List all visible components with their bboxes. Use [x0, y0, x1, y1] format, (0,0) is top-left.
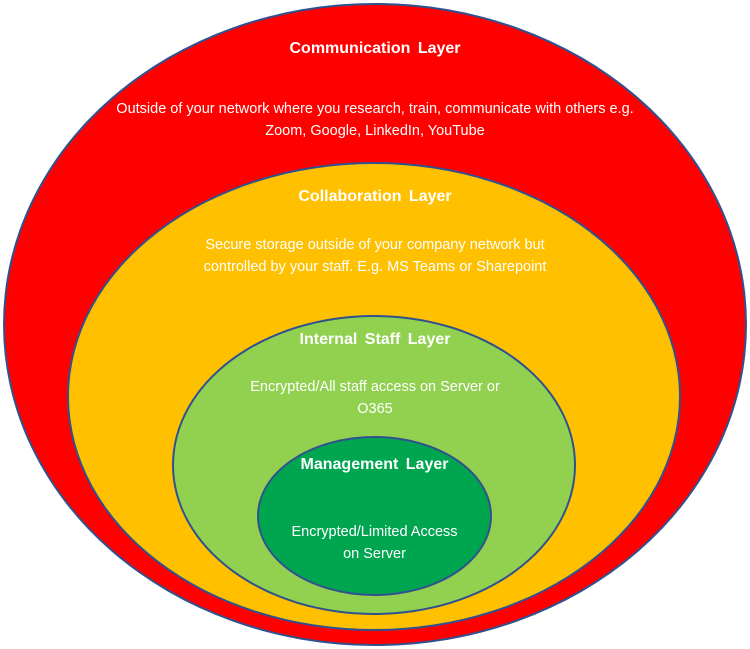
collaboration-layer-description: Secure storage outside of your company n… — [203, 237, 547, 275]
management-layer-title: Management Layer — [300, 456, 449, 473]
collaboration-layer-title: Collaboration Layer — [298, 188, 452, 205]
management-layer-description: Encrypted/Limited Access on Server — [291, 524, 458, 562]
management-layer-ellipse — [257, 436, 492, 596]
internal-staff-layer-title: Internal Staff Layer — [299, 331, 451, 348]
internal-staff-layer-description: Encrypted/All staff access on Server or … — [250, 379, 500, 417]
communication-layer-description: Outside of your network where you resear… — [116, 101, 634, 139]
communication-layer-title: Communication Layer — [289, 40, 461, 57]
